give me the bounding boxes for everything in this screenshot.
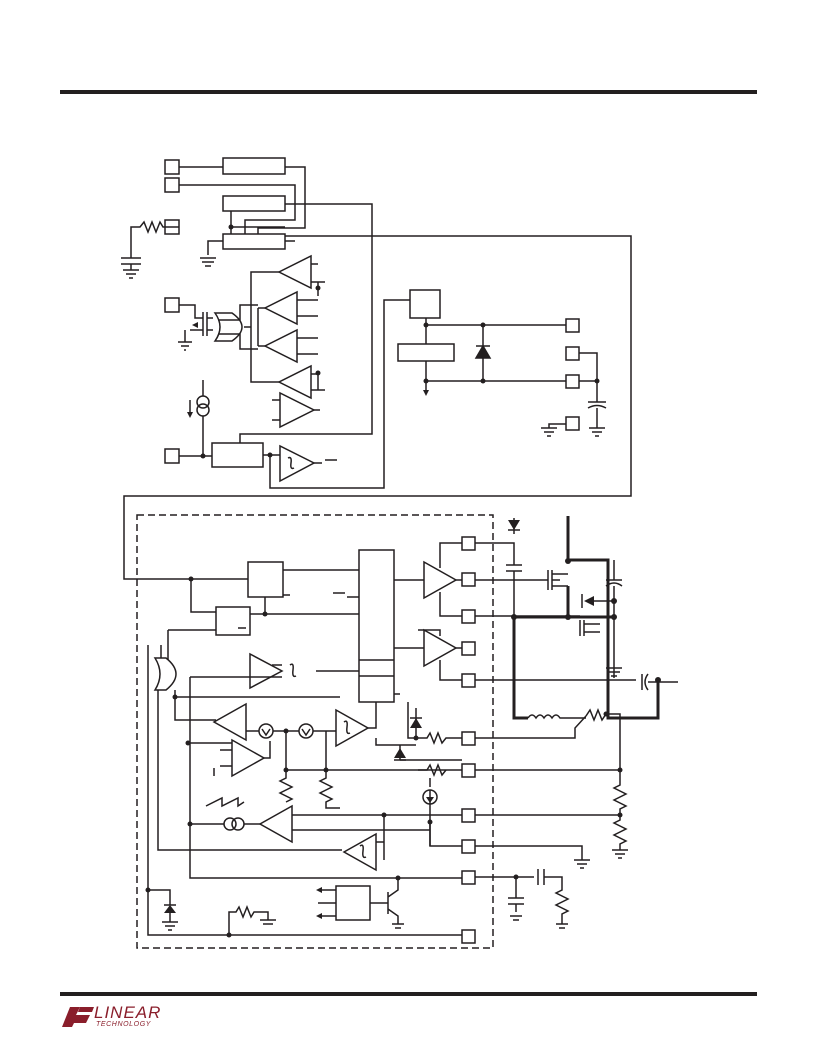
comparator xyxy=(279,444,316,483)
amplifier xyxy=(231,738,266,778)
amplifier xyxy=(258,804,293,844)
pin-box xyxy=(164,177,180,193)
function-block xyxy=(222,157,286,175)
pin-box xyxy=(565,416,580,431)
comparator xyxy=(279,391,316,429)
pin-box xyxy=(461,763,476,778)
comparator xyxy=(277,364,312,400)
error-amplifier xyxy=(212,702,247,742)
pin-box xyxy=(461,641,476,656)
pin-box xyxy=(461,839,476,854)
pin-box xyxy=(565,346,580,361)
logic-block xyxy=(358,549,395,703)
comparator xyxy=(335,708,370,748)
pin-box xyxy=(461,673,476,688)
header-rule xyxy=(60,90,757,94)
bottom-section xyxy=(136,514,678,949)
regulator-block xyxy=(409,289,441,319)
function-block xyxy=(335,885,371,921)
pin-box xyxy=(461,808,476,823)
logic-gate xyxy=(153,657,177,691)
pin-box xyxy=(461,929,476,944)
function-block xyxy=(211,442,264,468)
comparator xyxy=(263,290,298,326)
logo-subtext: TECHNOLOGY xyxy=(96,1021,152,1028)
footer-rule xyxy=(60,992,757,996)
pin-box xyxy=(565,374,580,389)
pin-box xyxy=(565,318,580,333)
logo-text: LINEAR xyxy=(94,1003,162,1022)
pin-box xyxy=(461,572,476,587)
comparator xyxy=(263,328,298,364)
pin-box xyxy=(461,731,476,746)
function-block xyxy=(397,343,455,362)
pin-box xyxy=(461,609,476,624)
lt-mark-icon xyxy=(62,1007,94,1027)
function-block xyxy=(222,233,286,250)
pin-box xyxy=(461,870,476,885)
ic-boundary xyxy=(136,514,494,949)
function-block xyxy=(222,195,286,212)
comparator xyxy=(277,254,312,290)
pin-box xyxy=(164,297,180,313)
top-section xyxy=(121,157,632,580)
linear-technology-logo: LINEAR TECHNOLOGY xyxy=(60,1003,180,1033)
logic-gate xyxy=(213,312,243,342)
pin-box xyxy=(164,159,180,175)
comparator xyxy=(249,652,284,690)
pin-box xyxy=(164,448,180,464)
pin-box xyxy=(461,536,476,551)
function-block xyxy=(247,561,284,598)
comparator xyxy=(342,832,377,872)
function-block xyxy=(215,606,251,636)
